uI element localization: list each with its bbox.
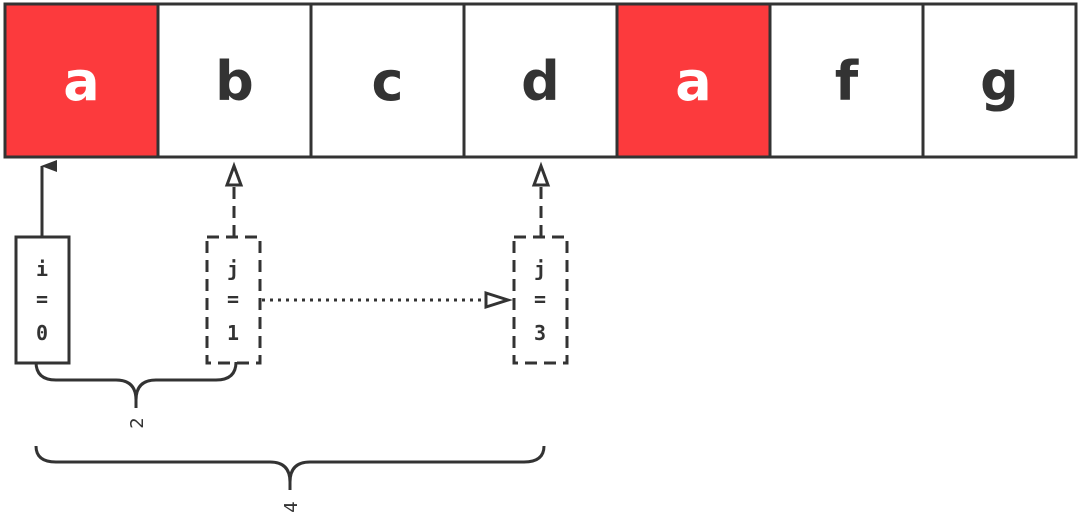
array-cell-6: g bbox=[921, 2, 1078, 159]
array-cell-0: a bbox=[3, 2, 160, 159]
pointer-j1-arrowhead-icon bbox=[224, 161, 244, 187]
cell-letter-1: b bbox=[215, 50, 254, 113]
pointer-j1-value: 1 bbox=[227, 321, 239, 345]
array-cell-5: f bbox=[768, 2, 925, 159]
pointer-j3-eq: = bbox=[534, 287, 546, 311]
cell-letter-0: a bbox=[63, 50, 99, 113]
pointer-i-box bbox=[14, 235, 71, 365]
pointer-i-eq: = bbox=[36, 287, 48, 311]
pointer-j3-arrowhead-icon bbox=[531, 161, 551, 187]
cell-letter-5: f bbox=[835, 50, 859, 113]
pointer-j-3: j = 3 bbox=[512, 161, 569, 365]
brace-4-curve bbox=[34, 445, 546, 483]
pointer-j3-box bbox=[512, 235, 569, 365]
array-cell-3: d bbox=[462, 2, 619, 159]
move-arrowhead-icon bbox=[484, 290, 513, 310]
pointer-j1-box bbox=[205, 235, 262, 365]
array-cell-4: a bbox=[615, 2, 772, 159]
cell-letter-6: g bbox=[980, 50, 1019, 113]
array-cell-1: b bbox=[156, 2, 313, 159]
pointer-i-0: i = 0 bbox=[14, 160, 71, 365]
pointer-i-value: 0 bbox=[36, 321, 48, 345]
cell-letter-3: d bbox=[521, 50, 560, 113]
move-arrow bbox=[262, 290, 513, 310]
brace-distance-2: 2 bbox=[34, 361, 238, 429]
pointer-j3-value: 3 bbox=[534, 321, 546, 345]
pointer-j1-var: j bbox=[227, 257, 239, 281]
brace-distance-4: 4 bbox=[34, 445, 546, 513]
brace-2-curve bbox=[34, 361, 238, 401]
brace-4-label: 4 bbox=[281, 501, 302, 512]
pointer-j-1: j = 1 bbox=[205, 161, 262, 365]
brace-2-label: 2 bbox=[127, 417, 148, 428]
cell-letter-4: a bbox=[675, 50, 711, 113]
pointer-i-var: i bbox=[36, 257, 48, 281]
pointer-j3-var: j bbox=[534, 257, 546, 281]
array-cell-2: c bbox=[309, 2, 466, 159]
cell-letter-2: c bbox=[371, 50, 403, 113]
array-row: a b c d a f g bbox=[3, 2, 1078, 159]
pointer-j1-eq: = bbox=[227, 287, 239, 311]
